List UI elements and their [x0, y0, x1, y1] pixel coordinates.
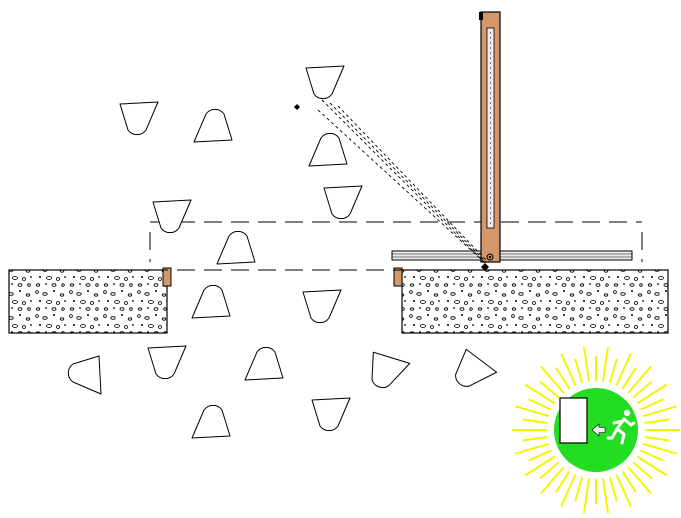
- detection-marker: [305, 65, 345, 100]
- exit-glow-ray: [608, 476, 618, 502]
- exit-glow-ray: [555, 470, 571, 493]
- exit-glow-ray: [615, 353, 632, 386]
- detection-marker: [152, 199, 192, 234]
- exit-glow-ray: [515, 442, 550, 455]
- wall-slab-right: [401, 269, 669, 334]
- exit-glow-ray: [515, 405, 550, 418]
- jamb-left: [162, 267, 172, 287]
- detection-marker: [193, 108, 233, 143]
- wall-slab-left: [8, 269, 168, 334]
- jamb-right: [393, 267, 403, 287]
- exit-glow-ray: [632, 380, 653, 399]
- detection-marker: [455, 348, 498, 387]
- detection-zone: [149, 221, 643, 271]
- sensor-icon: [294, 104, 300, 110]
- exit-glow-ray: [555, 367, 571, 390]
- detection-marker: [323, 185, 363, 220]
- detection-marker: [191, 284, 231, 319]
- exit-glow-ray: [636, 383, 668, 405]
- exit-glow-ray: [640, 449, 664, 462]
- exit-glow-ray: [642, 442, 677, 455]
- exit-glow-ray: [621, 367, 637, 390]
- exit-glow-ray: [602, 478, 609, 514]
- exit-glow-ray: [621, 470, 637, 493]
- exit-glow-ray: [528, 398, 552, 411]
- exit-sign-icon: [512, 346, 680, 514]
- exit-glow-ray: [627, 466, 652, 495]
- detection-marker: [147, 345, 187, 380]
- exit-glow-ray: [644, 436, 670, 442]
- door-icon: [559, 397, 588, 444]
- detection-marker: [216, 230, 256, 265]
- exit-glow-ray: [528, 449, 552, 462]
- exit-glow-ray: [539, 380, 560, 399]
- detection-markers: [67, 65, 498, 439]
- exit-glow-ray: [560, 474, 577, 507]
- detection-marker: [302, 289, 342, 324]
- exit-glow-ray: [644, 418, 670, 424]
- sensor-beams: [317, 99, 488, 264]
- exit-glow-ray: [522, 436, 548, 442]
- door-pivot: [481, 263, 489, 271]
- exit-glow-ray: [636, 455, 668, 477]
- exit-glow-ray: [524, 383, 556, 405]
- detection-marker: [371, 351, 411, 388]
- exit-glow-ray: [574, 358, 584, 384]
- exit-glow-ray: [524, 455, 556, 477]
- exit-glow-ray: [583, 478, 590, 514]
- detection-marker: [244, 346, 284, 381]
- exit-glow-rays: [512, 346, 680, 514]
- exit-glow-ray: [583, 346, 590, 382]
- exit-glow-ray: [560, 353, 577, 386]
- exit-glow-ray: [640, 398, 664, 411]
- exit-glow-ray: [627, 365, 652, 394]
- arrow-left-icon: [591, 423, 606, 437]
- exit-glow-ray: [540, 365, 565, 394]
- exit-glow-ray: [522, 418, 548, 424]
- detection-marker: [308, 132, 348, 167]
- exit-glow-ray: [602, 346, 609, 382]
- exit-glow-ray: [574, 476, 584, 502]
- exit-glow-ray: [608, 358, 618, 384]
- detection-marker: [119, 101, 159, 136]
- door-threshold: [391, 250, 633, 261]
- detection-marker: [191, 404, 231, 439]
- door-leaf: [479, 11, 501, 263]
- detection-marker: [311, 397, 351, 432]
- exit-glow-ray: [615, 474, 632, 507]
- running-person-icon: [606, 409, 636, 445]
- exit-glow-ray: [642, 405, 677, 418]
- exit-glow-ray: [632, 461, 653, 480]
- exit-glow-ray: [540, 466, 565, 495]
- detection-marker: [67, 355, 102, 395]
- exit-glow-ray: [539, 461, 560, 480]
